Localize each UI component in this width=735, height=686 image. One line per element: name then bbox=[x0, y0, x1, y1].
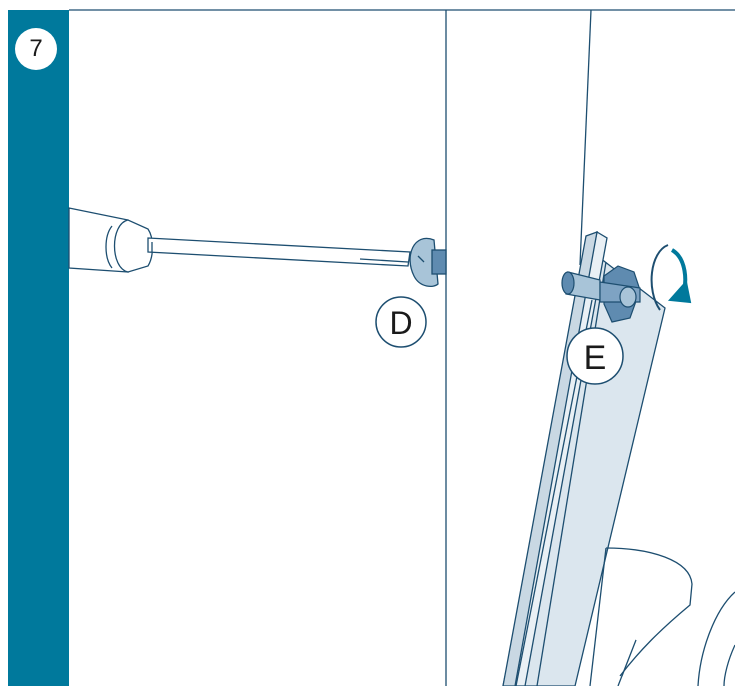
clockwise-arrow-icon bbox=[650, 244, 692, 311]
screwdriver-icon bbox=[68, 207, 411, 273]
step-number-badge: 7 bbox=[15, 28, 57, 70]
bolt-e bbox=[561, 265, 641, 323]
callout-e-letter: E bbox=[584, 339, 607, 377]
screw-d bbox=[409, 237, 447, 288]
wall-bracket bbox=[502, 230, 666, 686]
callout-d-circle bbox=[375, 296, 427, 348]
callout-d: D bbox=[375, 296, 427, 348]
stand-base bbox=[589, 547, 735, 686]
callout-d-letter: D bbox=[389, 305, 412, 341]
step-sidebar bbox=[8, 10, 69, 686]
callout-e-circle bbox=[566, 327, 624, 385]
frame-lines bbox=[69, 9, 735, 686]
callout-e: E bbox=[566, 327, 624, 385]
wall-edge-line bbox=[579, 9, 592, 266]
